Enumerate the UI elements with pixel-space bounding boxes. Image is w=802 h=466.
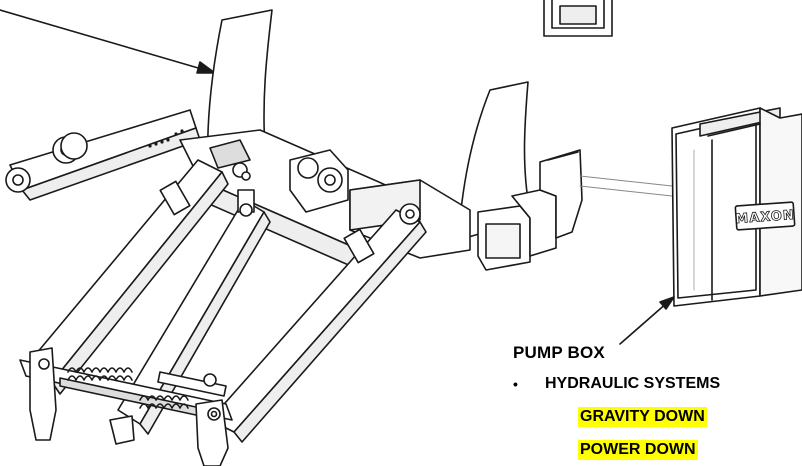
top-bracket-part: [543, 0, 613, 37]
spring-left: [67, 367, 133, 381]
left-linkage-arms: [25, 159, 271, 435]
lower-frame-springs: [19, 347, 233, 466]
power-down-option: POWER DOWN: [578, 440, 698, 460]
pump-box-label: PUMP BOX: [513, 343, 605, 362]
bullet-icon: •: [513, 376, 518, 392]
right-linkage-arms: [209, 203, 427, 443]
alignment-lines: [579, 175, 673, 197]
leader-arrow-top-left: [0, 9, 216, 74]
spring-right: [139, 395, 189, 409]
hydraulic-systems-item: • HYDRAULIC SYSTEMS: [513, 375, 720, 393]
brand-logo: MAXON: [735, 208, 795, 227]
left-arm-with-rollers: [5, 109, 201, 201]
pump-box-leader-arrow: [619, 296, 675, 345]
gravity-down-option: GRAVITY DOWN: [578, 407, 707, 427]
right-tube-end: [477, 149, 583, 271]
pump-box: [671, 107, 802, 307]
hydraulic-systems-text: HYDRAULIC SYSTEMS: [545, 375, 721, 392]
